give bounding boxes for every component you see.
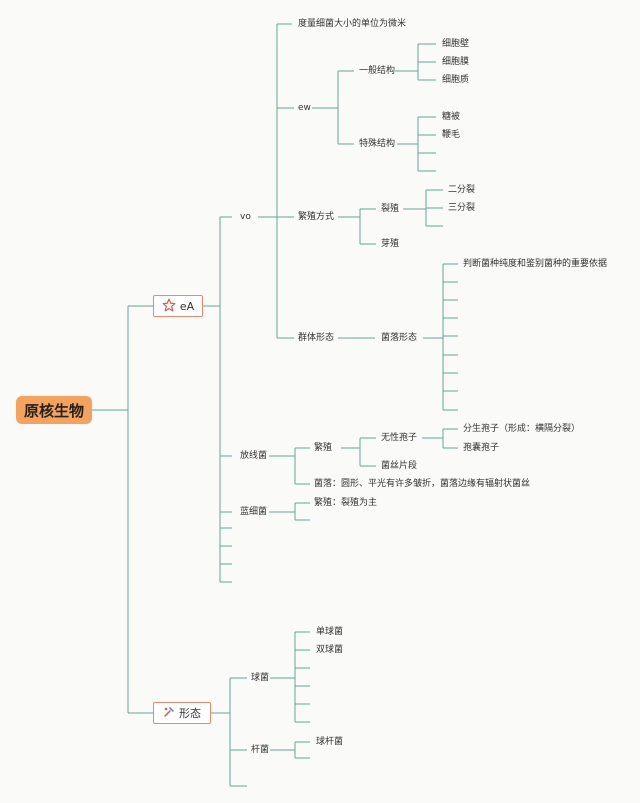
node-cytoplasm[interactable]: 细胞质	[442, 75, 470, 85]
node-capsule[interactable]: 糖被	[442, 112, 461, 122]
node-size-unit[interactable]: 度量细菌大小的单位为微米	[298, 19, 407, 29]
node-actino-colony[interactable]: 菌落：圆形、平光有许多皱折，菌落边缘有辐射状菌丝	[314, 479, 531, 489]
node-cell-membrane[interactable]: 细胞膜	[442, 57, 470, 67]
root-node[interactable]: 原核生物	[16, 396, 92, 424]
node-special-structure[interactable]: 特殊结构	[359, 139, 396, 149]
node-reproduction-mode[interactable]: 繁殖方式	[298, 212, 335, 222]
node-general-structure[interactable]: 一般结构	[359, 66, 396, 76]
node-cell-wall[interactable]: 细胞壁	[442, 39, 470, 49]
node-fission[interactable]: 裂殖	[381, 204, 400, 214]
branch-a-label: eA	[179, 299, 195, 313]
node-sporangiospores[interactable]: 孢囊孢子	[463, 443, 500, 453]
node-colony-morphology[interactable]: 菌落形态	[381, 333, 418, 343]
node-triple-fission[interactable]: 三分裂	[448, 203, 476, 213]
node-budding[interactable]: 芽殖	[381, 239, 400, 249]
node-monococcus[interactable]: 单球菌	[316, 627, 344, 637]
node-flagella[interactable]: 鞭毛	[442, 130, 461, 140]
node-actinomycetes[interactable]: 放线菌	[240, 451, 268, 461]
node-cyano-reproduction[interactable]: 繁殖：裂殖为主	[314, 498, 378, 508]
root-label: 原核生物	[23, 401, 84, 420]
node-cocci[interactable]: 球菌	[251, 673, 270, 683]
node-vo[interactable]: vo	[240, 212, 251, 222]
node-actino-reproduction[interactable]: 繁殖	[314, 443, 333, 453]
node-asexual-spores[interactable]: 无性孢子	[381, 433, 418, 443]
node-hyphae-fragment[interactable]: 菌丝片段	[381, 461, 418, 471]
branch-b-label: 形态	[179, 707, 201, 720]
star-icon	[162, 298, 176, 315]
node-ew[interactable]: ew	[298, 103, 311, 113]
node-coccobacillus[interactable]: 球杆菌	[316, 737, 344, 747]
node-binary-fission[interactable]: 二分裂	[448, 185, 476, 195]
node-colony-note[interactable]: 判断菌种纯度和鉴别菌种的重要依据	[463, 259, 608, 269]
branch-node-a[interactable]: eA	[153, 295, 203, 317]
node-bacilli[interactable]: 杆菌	[251, 745, 270, 755]
node-diplococcus[interactable]: 双球菌	[316, 645, 344, 655]
node-conidia[interactable]: 分生孢子（形成：横隔分裂）	[463, 424, 581, 434]
node-cyanobacteria[interactable]: 蓝细菌	[240, 507, 268, 517]
node-colony-form[interactable]: 群体形态	[298, 333, 335, 343]
tools-icon	[163, 706, 175, 721]
branch-node-b[interactable]: 形态	[153, 702, 211, 724]
